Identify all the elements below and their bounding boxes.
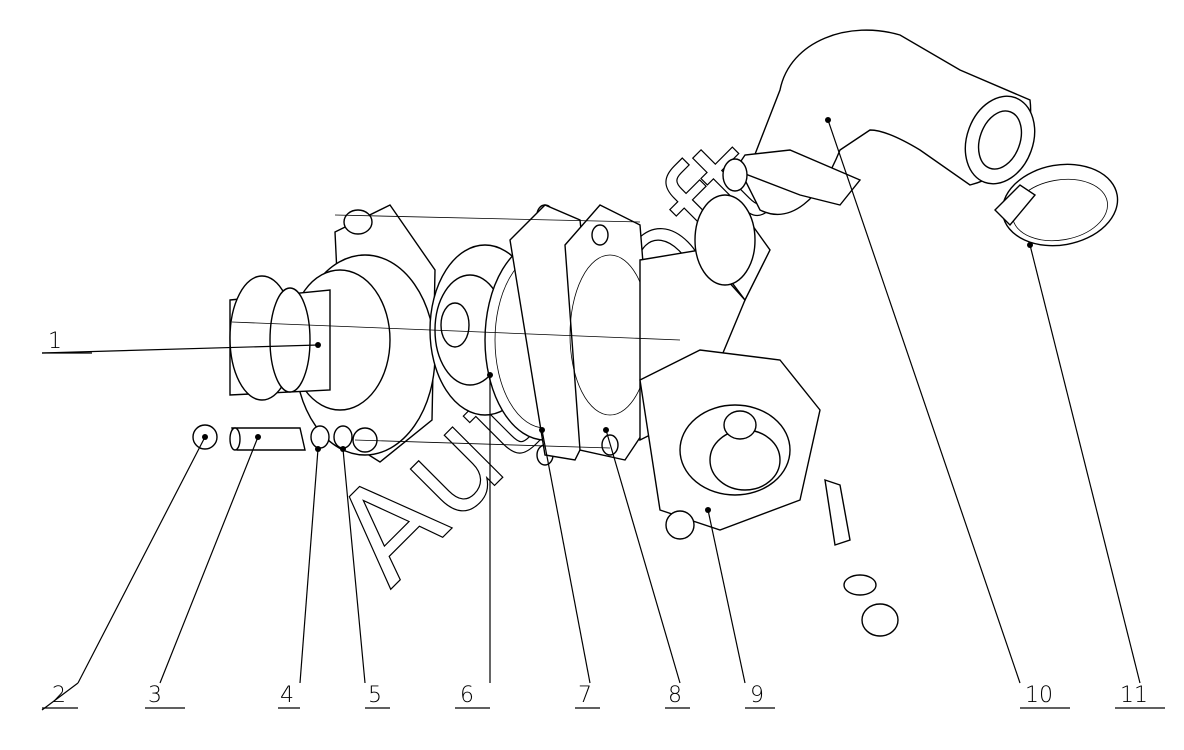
callout-1: 1 (48, 329, 62, 354)
callout-5: 5 (368, 683, 382, 708)
parts-2-5-fasteners (192, 424, 353, 451)
callout-11: 11 (1120, 683, 1148, 708)
callout-9: 9 (750, 683, 764, 708)
part-11-hose-clamp (994, 163, 1119, 247)
callout-8: 8 (668, 683, 682, 708)
part-4-washer (310, 425, 330, 449)
callout-2: 2 (52, 683, 66, 708)
callout-6: 6 (460, 683, 474, 708)
part-1-thermostat-housing (229, 204, 436, 463)
callout-underlines (41, 352, 1165, 711)
part-5-washer (333, 425, 353, 449)
callout-7: 7 (578, 683, 592, 708)
leader-lines (41, 117, 1141, 684)
callout-3: 3 (148, 683, 162, 708)
callout-4: 4 (280, 683, 294, 708)
part-3-stud (231, 427, 306, 451)
callout-10: 10 (1025, 683, 1053, 708)
part-10-coolant-hose (722, 29, 1036, 215)
part-9-housing-body (639, 194, 899, 637)
assembly-axis-lines (231, 214, 681, 449)
